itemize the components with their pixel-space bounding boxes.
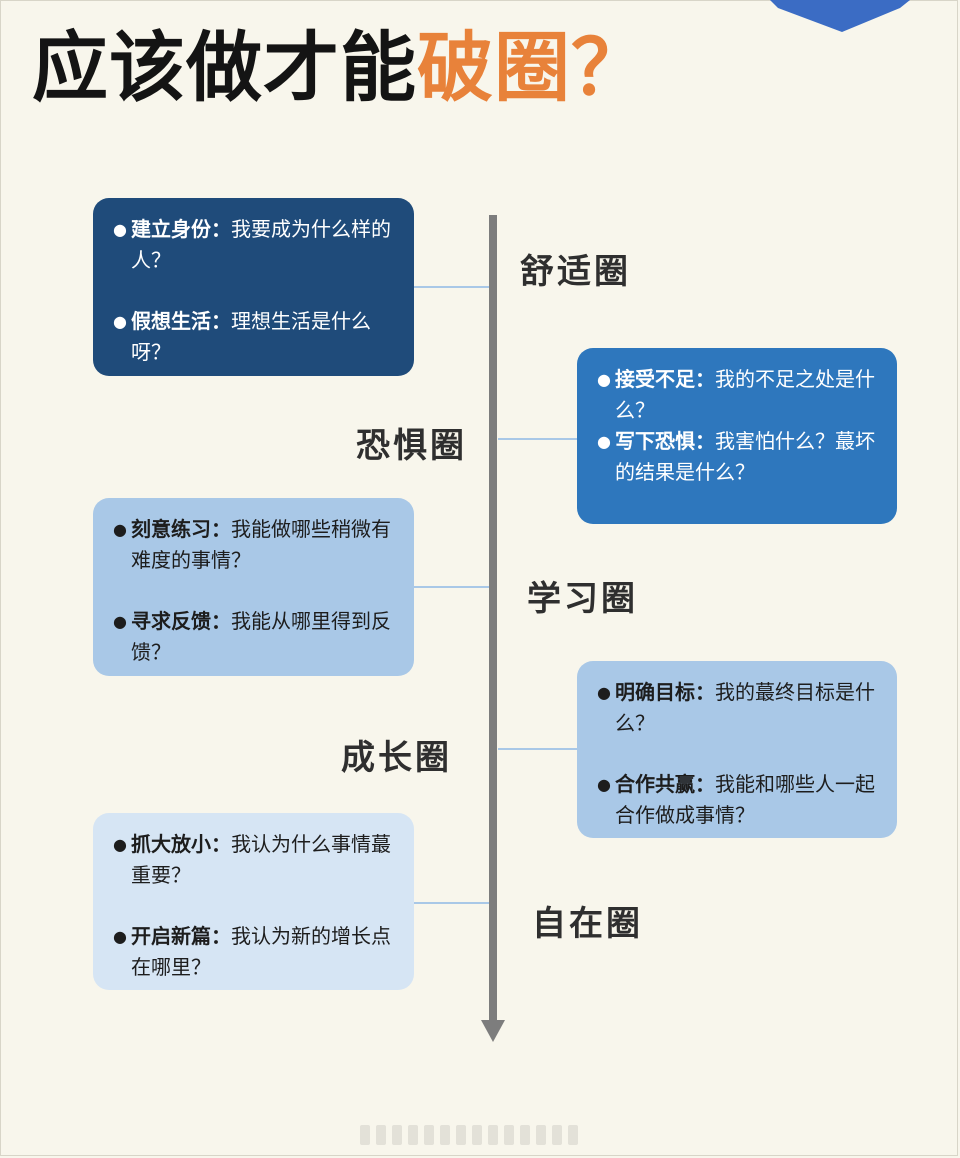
zone-label-fear: 恐惧圈 [356, 426, 467, 466]
card-item: ● 明确目标：我的蕞终目标是什么？ [597, 677, 875, 739]
card-item: ● 开启新篇：我认为新的增长点在哪里？ [113, 921, 392, 983]
card-item: ● 抓大放小：我认为什么事情蕞重要？ [113, 829, 392, 891]
item-text: 我的蕞终目标是什么？ [615, 680, 875, 735]
item-text: 我认为新的增长点在哪里？ [131, 924, 391, 979]
item-label: 寻求反馈： [131, 609, 231, 633]
item-text: 我能和哪些人一起合作做成事情？ [615, 772, 875, 827]
card-item: ● 合作共赢：我能和哪些人一起合作做成事情？ [597, 769, 875, 831]
bullet-icon: ● [113, 927, 127, 946]
corner-decoration [770, 0, 910, 32]
bullet-icon: ● [113, 220, 127, 239]
bullet-icon: ● [113, 520, 127, 539]
item-text: 我能从哪里得到反馈？ [131, 609, 391, 664]
item-text: 我的不足之处是什么？ [615, 367, 875, 422]
zone-label-comfort: 舒适圈 [520, 252, 631, 292]
item-label: 假想生活： [131, 309, 231, 333]
item-text: 我害怕什么？蕞坏的结果是什么？ [615, 429, 875, 484]
bullet-icon: ● [113, 835, 127, 854]
bullet-icon: ● [113, 612, 127, 631]
page-title: 应该做才能破圈？ [32, 18, 648, 118]
card-growth: ● 明确目标：我的蕞终目标是什么？ ● 合作共赢：我能和哪些人一起合作做成事情？ [577, 661, 897, 838]
bullet-icon: ● [597, 432, 611, 451]
item-label: 开启新篇： [131, 924, 231, 948]
card-item: ● 接受不足：我的不足之处是什么？ [597, 364, 875, 426]
item-text: 我认为什么事情蕞重要？ [131, 832, 391, 887]
item-text: 我能做哪些稍微有难度的事情？ [131, 517, 391, 572]
timeline-arrowhead [481, 1020, 505, 1042]
card-item: ● 写下恐惧：我害怕什么？蕞坏的结果是什么？ [597, 426, 875, 488]
item-label: 写下恐惧： [615, 429, 715, 453]
card-item: ● 假想生活：理想生活是什么呀？ [113, 306, 392, 368]
bullet-icon: ● [597, 370, 611, 389]
item-label: 刻意练习： [131, 517, 231, 541]
card-item: ● 刻意练习：我能做哪些稍微有难度的事情？ [113, 514, 392, 576]
card-item: ● 寻求反馈：我能从哪里得到反馈？ [113, 606, 392, 668]
item-label: 合作共赢： [615, 772, 715, 796]
watermark [360, 1122, 600, 1148]
zone-label-growth: 成长圈 [341, 738, 452, 778]
item-label: 接受不足： [615, 367, 715, 391]
title-main: 应该做才能 [32, 23, 417, 112]
bullet-icon: ● [113, 312, 127, 331]
zone-label-learning: 学习圈 [527, 579, 638, 619]
bullet-icon: ● [597, 775, 611, 794]
item-label: 明确目标： [615, 680, 715, 704]
card-freedom: ● 抓大放小：我认为什么事情蕞重要？ ● 开启新篇：我认为新的增长点在哪里？ [93, 813, 414, 990]
zone-label-freedom: 自在圈 [532, 904, 643, 944]
card-item: ● 建立身份：我要成为什么样的人？ [113, 214, 392, 276]
card-fear: ● 接受不足：我的不足之处是什么？ ● 写下恐惧：我害怕什么？蕞坏的结果是什么？ [577, 348, 897, 524]
item-text: 理想生活是什么呀？ [131, 309, 371, 364]
item-text: 我要成为什么样的人？ [131, 217, 391, 272]
item-label: 建立身份： [131, 217, 231, 241]
bullet-icon: ● [597, 683, 611, 702]
card-comfort: ● 建立身份：我要成为什么样的人？ ● 假想生活：理想生活是什么呀？ [93, 198, 414, 376]
title-highlight: 破圈？ [417, 23, 648, 112]
item-label: 抓大放小： [131, 832, 231, 856]
card-learning: ● 刻意练习：我能做哪些稍微有难度的事情？ ● 寻求反馈：我能从哪里得到反馈？ [93, 498, 414, 676]
